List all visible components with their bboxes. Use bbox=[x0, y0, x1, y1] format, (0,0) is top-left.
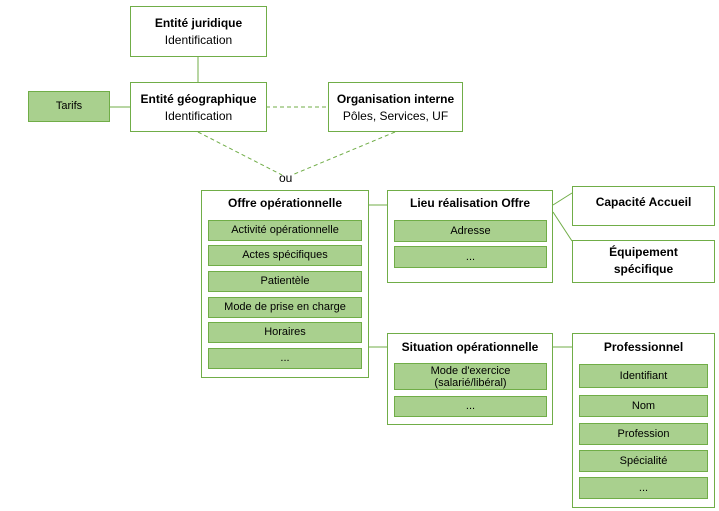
offre-item-actes: Actes spécifiques bbox=[208, 245, 362, 266]
entite-juridique-title: Entité juridique bbox=[154, 16, 243, 30]
entite-geographique-box: Entité géographique Identification bbox=[130, 82, 267, 132]
lieu-realisation-box: Lieu réalisation Offre Adresse ... bbox=[387, 190, 553, 283]
professionnel-item-profession: Profession bbox=[579, 423, 708, 445]
lieu-realisation-title: Lieu réalisation Offre bbox=[409, 196, 531, 210]
situation-operationnelle-title: Situation opérationnelle bbox=[401, 340, 539, 354]
situation-item-mode-line1: Mode d'exercice bbox=[430, 364, 511, 377]
ou-label: ou bbox=[279, 171, 293, 185]
capacite-accueil-title: Capacité Accueil bbox=[595, 195, 692, 209]
situation-item-mode-line2: (salarié/libéral) bbox=[434, 376, 507, 389]
tarifs-label: Tarifs bbox=[55, 100, 83, 112]
situation-item-mode-exercice: Mode d'exercice (salarié/libéral) bbox=[394, 363, 547, 390]
situation-item-more: ... bbox=[394, 396, 547, 417]
professionnel-item-identifiant: Identifiant bbox=[579, 364, 708, 388]
equipement-specifique-line2: spécifique bbox=[613, 262, 674, 276]
offre-item-activite: Activité opérationnelle bbox=[208, 220, 362, 241]
professionnel-item-specialite: Spécialité bbox=[579, 450, 708, 472]
entite-geographique-title: Entité géographique bbox=[140, 92, 257, 106]
lieu-item-more: ... bbox=[394, 246, 547, 268]
lieu-item-adresse: Adresse bbox=[394, 220, 547, 242]
organisation-interne-sub: Pôles, Services, UF bbox=[342, 109, 449, 123]
offre-item-horaires: Horaires bbox=[208, 322, 362, 343]
offre-item-more: ... bbox=[208, 348, 362, 369]
professionnel-box: Professionnel Identifiant Nom Profession… bbox=[572, 333, 715, 508]
tarifs-box: Tarifs bbox=[28, 91, 110, 122]
capacite-accueil-box: Capacité Accueil bbox=[572, 186, 715, 226]
situation-operationnelle-box: Situation opérationnelle Mode d'exercice… bbox=[387, 333, 553, 425]
entite-juridique-sub: Identification bbox=[164, 33, 233, 47]
equipement-specifique-box: Équipement spécifique bbox=[572, 240, 715, 283]
offre-operationnelle-box: Offre opérationnelle Activité opérationn… bbox=[201, 190, 369, 378]
offre-item-mode-prise: Mode de prise en charge bbox=[208, 297, 362, 318]
equipement-specifique-line1: Équipement bbox=[609, 245, 678, 259]
professionnel-item-nom: Nom bbox=[579, 395, 708, 417]
entite-geographique-sub: Identification bbox=[164, 109, 233, 123]
entite-juridique-box: Entité juridique Identification bbox=[130, 6, 267, 57]
organisation-interne-title: Organisation interne bbox=[336, 92, 455, 106]
organisation-interne-box: Organisation interne Pôles, Services, UF bbox=[328, 82, 463, 132]
professionnel-title: Professionnel bbox=[603, 340, 684, 354]
offre-item-patientele: Patientèle bbox=[208, 271, 362, 292]
offre-operationnelle-title: Offre opérationnelle bbox=[227, 196, 343, 210]
professionnel-item-more: ... bbox=[579, 477, 708, 499]
